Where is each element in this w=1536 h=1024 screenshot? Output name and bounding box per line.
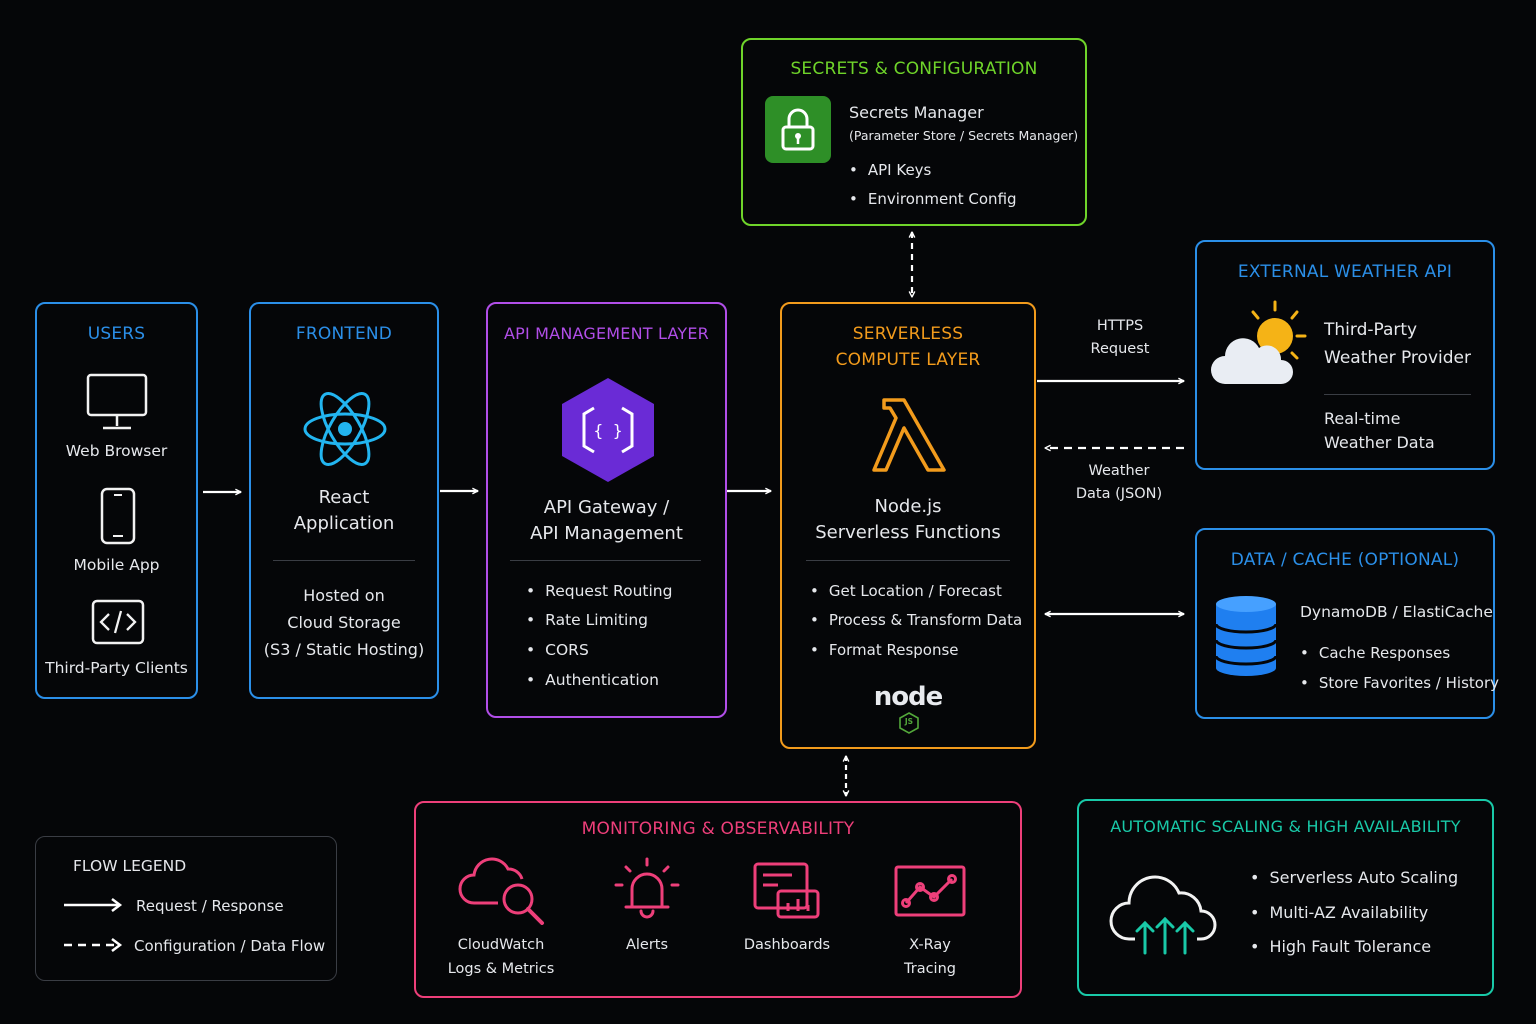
weather-data-line1: Real-time xyxy=(1324,409,1401,428)
api-bullet: Rate Limiting xyxy=(526,611,648,629)
frontend-host-line1: Hosted on xyxy=(303,586,385,605)
monitoring-title: MONITORING & OBSERVABILITY xyxy=(581,819,855,839)
api-gateway-icon: { } xyxy=(562,378,654,482)
compute-bullet: Format Response xyxy=(810,641,959,659)
weather-cloud-sun-icon xyxy=(1211,300,1307,384)
weather-title: EXTERNAL WEATHER API xyxy=(1237,262,1453,282)
nodejs-logo-text: node xyxy=(873,682,944,712)
frontend-app-line2: Application xyxy=(293,513,395,534)
frontend-host-line2: Cloud Storage xyxy=(287,613,401,632)
api-name-line2: API Management xyxy=(530,523,683,544)
https-request-line1: HTTPS xyxy=(1096,318,1144,334)
cloud-search-icon xyxy=(458,857,544,925)
scaling-panel: AUTOMATIC SCALING & HIGH AVAILABILITY Se… xyxy=(1077,799,1494,996)
weather-data-json-line2: Data (JSON) xyxy=(1075,486,1163,502)
svg-text:{ }: { } xyxy=(594,421,623,440)
secrets-sub: (Parameter Store / Secrets Manager) xyxy=(849,128,1079,143)
weather-name-line1: Third-Party xyxy=(1324,320,1418,340)
flow-legend-panel: FLOW LEGEND Request / Response Configura… xyxy=(35,836,337,981)
monitoring-item-line2: Logs & Metrics xyxy=(447,961,555,977)
monitoring-item-line1: Dashboards xyxy=(743,937,831,953)
weather-data-json-line1: Weather xyxy=(1088,463,1150,479)
data-cache-panel: DATA / CACHE (OPTIONAL) DynamoDB / Elast… xyxy=(1195,528,1499,719)
lock-icon xyxy=(781,108,815,151)
scaling-bullet: Serverless Auto Scaling xyxy=(1250,868,1458,887)
weather-divider xyxy=(1324,394,1471,395)
nodejs-logo: node JS xyxy=(868,682,948,734)
compute-bullet: Process & Transform Data xyxy=(810,611,1022,629)
lambda-icon xyxy=(872,398,946,472)
weather-name-line2: Weather Provider xyxy=(1324,348,1471,368)
users-item-mobile-app: Mobile App xyxy=(73,556,160,574)
nodejs-logo-badge: JS xyxy=(904,717,914,726)
weather-data-line2: Weather Data xyxy=(1324,433,1435,452)
api-divider xyxy=(510,560,701,561)
api-title: API MANAGEMENT LAYER xyxy=(503,324,709,343)
nodejs-hex-icon xyxy=(899,712,919,734)
compute-name-line1: Node.js xyxy=(874,496,942,517)
compute-divider xyxy=(806,560,1010,561)
compute-title-line2: COMPUTE LAYER xyxy=(835,350,981,370)
secrets-title: SECRETS & CONFIGURATION xyxy=(790,59,1038,79)
data-bullet: Store Favorites / History xyxy=(1300,674,1499,692)
monitoring-panel: MONITORING & OBSERVABILITY CloudWatch Lo… xyxy=(414,801,1022,998)
legend-solid-label: Request / Response xyxy=(136,897,284,915)
api-bullet: Authentication xyxy=(526,671,659,689)
legend-dashed-label: Configuration / Data Flow xyxy=(134,937,326,955)
monitoring-item-line1: X-Ray xyxy=(909,937,951,953)
frontend-divider xyxy=(273,560,415,561)
react-icon xyxy=(303,392,387,466)
https-request-line2: Request xyxy=(1090,341,1150,357)
api-name-line1: API Gateway / xyxy=(543,497,670,518)
lock-icon-tile xyxy=(765,96,831,163)
secrets-panel: SECRETS & CONFIGURATION Secrets Manager … xyxy=(741,38,1087,226)
scaling-bullet: Multi-AZ Availability xyxy=(1250,903,1428,922)
data-name: DynamoDB / ElastiCache xyxy=(1300,603,1493,621)
users-title: USERS xyxy=(87,324,146,344)
code-icon xyxy=(91,599,145,645)
chart-line-icon xyxy=(894,865,966,917)
frontend-title: FRONTEND xyxy=(295,324,393,344)
dashboard-icon xyxy=(753,862,820,919)
users-item-web-browser: Web Browser xyxy=(65,442,168,460)
monitoring-item-line1: Alerts xyxy=(625,937,669,953)
legend-title: FLOW LEGEND xyxy=(73,857,187,875)
secrets-bullet: Environment Config xyxy=(849,190,1017,208)
data-title: DATA / CACHE (OPTIONAL) xyxy=(1230,550,1460,570)
weather-api-panel: EXTERNAL WEATHER API Third-Party Weather… xyxy=(1195,240,1495,470)
smartphone-icon xyxy=(100,487,136,545)
scaling-title: AUTOMATIC SCALING & HIGH AVAILABILITY xyxy=(1110,817,1461,836)
data-bullet: Cache Responses xyxy=(1300,644,1450,662)
compute-panel: SERVERLESS COMPUTE LAYER Node.js Serverl… xyxy=(780,302,1036,749)
secrets-bullet: API Keys xyxy=(849,161,932,179)
cloud-upload-icon xyxy=(1109,875,1217,955)
solid-arrow-icon xyxy=(64,898,123,912)
bell-icon xyxy=(614,857,680,919)
monitor-icon xyxy=(86,373,148,430)
frontend-app-line1: React xyxy=(318,487,370,508)
scaling-bullet: High Fault Tolerance xyxy=(1250,937,1431,956)
api-bullet: Request Routing xyxy=(526,582,672,600)
compute-name-line2: Serverless Functions xyxy=(815,522,1001,543)
database-icon xyxy=(1215,596,1277,676)
users-item-third-party-clients: Third-Party Clients xyxy=(45,659,188,677)
secrets-name: Secrets Manager xyxy=(849,103,984,122)
api-management-panel: API MANAGEMENT LAYER { } API Gateway / A… xyxy=(486,302,727,718)
monitoring-item-line1: CloudWatch xyxy=(457,937,545,953)
compute-title-line1: SERVERLESS xyxy=(852,324,964,344)
dashed-arrow-icon xyxy=(64,938,123,952)
frontend-host-line3: (S3 / Static Hosting) xyxy=(263,640,425,659)
api-bullet: CORS xyxy=(526,641,589,659)
compute-bullet: Get Location / Forecast xyxy=(810,582,1002,600)
monitoring-item-line2: Tracing xyxy=(904,961,956,977)
frontend-panel: FRONTEND React Application Hosted on Clo… xyxy=(249,302,439,699)
users-panel: USERS Web Browser Mobile App Third-Party… xyxy=(35,302,198,699)
